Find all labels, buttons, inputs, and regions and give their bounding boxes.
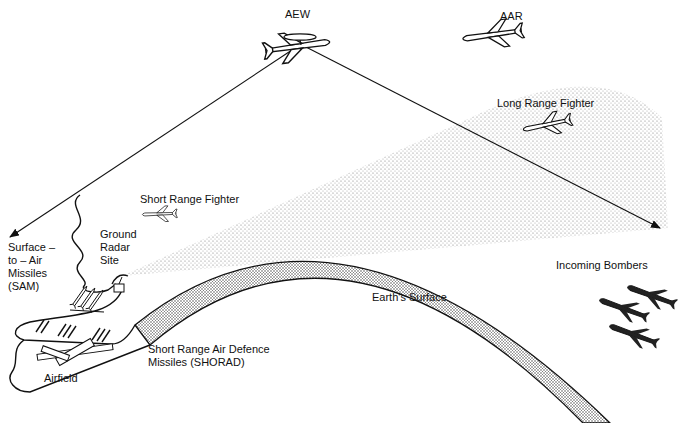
weapon-label: Surface – to – Air Missiles (SAM) (8, 241, 64, 293)
site-label: Ground Radar Site (100, 228, 144, 267)
aircraft-label: Short Range Fighter (140, 193, 270, 206)
aircraft-label: AAR (500, 10, 560, 23)
aircraft-label: AEW (285, 8, 345, 21)
aircraft-label: Incoming Bombers (556, 259, 678, 272)
weapon-label: Short Range Air Defence Missiles (SHORAD… (148, 343, 273, 369)
site-label: Airfield (44, 372, 114, 385)
aircraft-label: Long Range Fighter (497, 97, 627, 110)
terrain-label: Earth's Surface (372, 291, 482, 304)
